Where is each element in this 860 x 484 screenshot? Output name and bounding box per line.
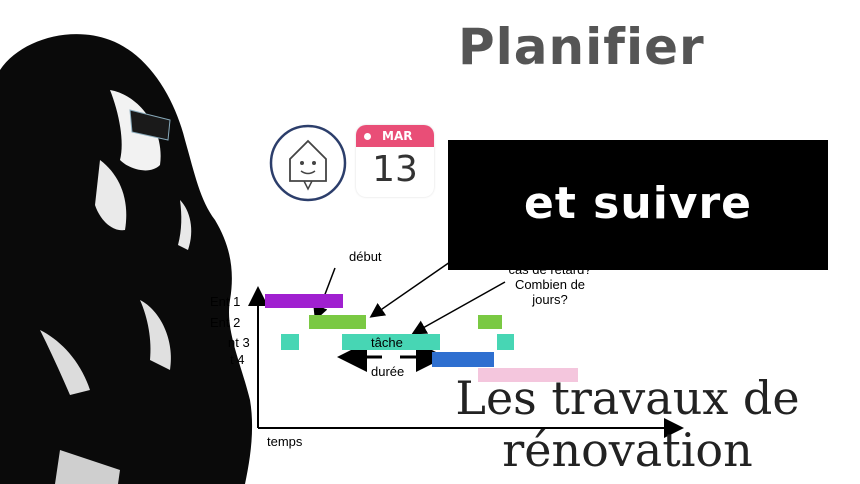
gantt-bar-ent3-b — [497, 334, 514, 350]
gantt-bar-ent2-a — [309, 315, 366, 329]
bottom-title: Les travaux de rénovation — [405, 372, 850, 476]
page-title: Planifier — [458, 18, 705, 76]
calendar-dot — [364, 133, 371, 140]
house-logo-icon — [269, 124, 347, 202]
bottom-title-line-2: rénovation — [502, 423, 753, 477]
gantt-axis-label: temps — [267, 434, 303, 449]
gantt-bar-ent2-b — [478, 315, 502, 329]
gantt-bar-ent5 — [478, 368, 578, 382]
label-tache: tâche — [371, 335, 403, 350]
note-line-3: jours? — [532, 292, 568, 307]
bottom-title-line-1: Les travaux de — [455, 371, 800, 425]
callout-text: et suivre — [523, 178, 752, 229]
calendar-icon: MAR 13 — [356, 125, 434, 197]
gantt-row-label-1: Ent 1 — [210, 294, 241, 309]
gantt-row-label-4: t 4 — [230, 352, 245, 367]
calendar-month-text: MAR — [382, 129, 413, 143]
label-duree: durée — [371, 364, 405, 379]
gantt-bar-ent1 — [265, 294, 343, 308]
gantt-bar-ent3-tache — [342, 334, 440, 350]
calendar-month: MAR — [356, 125, 434, 147]
gantt-row-label-3: nt 3 — [228, 335, 250, 350]
gantt-bar-ent3-a — [281, 334, 299, 350]
gantt-bar-ent4 — [432, 352, 494, 367]
callout-box: et suivre — [448, 140, 828, 270]
label-debut: début — [349, 249, 382, 264]
note-line-2: Combien de — [514, 277, 586, 292]
calendar-day: 13 — [372, 149, 418, 190]
gantt-row-label-2: Ent 2 — [210, 315, 241, 330]
